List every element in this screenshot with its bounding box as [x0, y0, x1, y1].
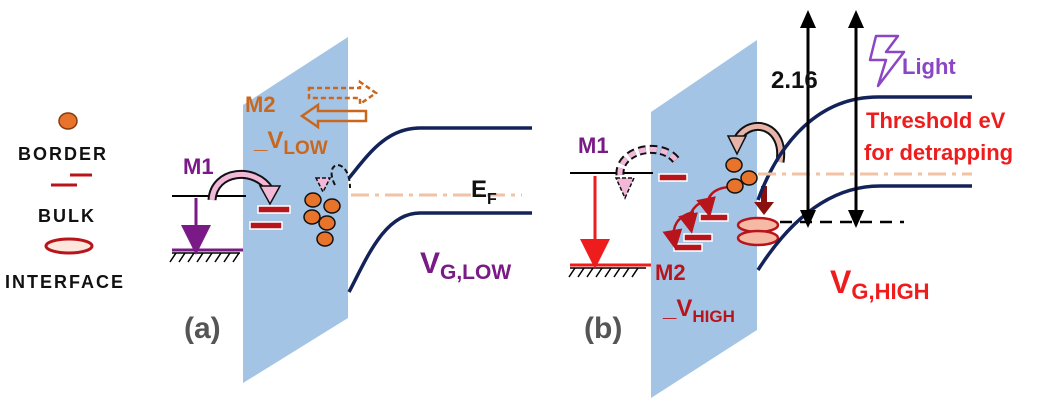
m2-label-a: M2: [245, 92, 276, 117]
oxide-layer-a: [243, 37, 348, 383]
valence-band-b: [756, 184, 972, 271]
bulk-trap-a-1: [257, 205, 291, 214]
panel-b: M1: [568, 10, 1013, 398]
interface-trap-b-2: [736, 229, 780, 247]
legend-bulk-label: BULK: [38, 206, 96, 226]
lightning-icon: [868, 34, 906, 88]
metal-hatch-b: [568, 267, 646, 278]
bulk-trap-a-2: [249, 221, 283, 230]
valence-band-a: [347, 211, 532, 293]
m2-dashed-arrow-a: [330, 164, 351, 189]
energy-gap-arrow: [800, 10, 816, 228]
m1-label-a: M1: [183, 154, 214, 179]
m2-subscript-a: _VLOW: [253, 127, 328, 159]
m1-label-b: M1: [578, 133, 609, 158]
gate-voltage-label-b: VG,HIGH: [830, 264, 930, 304]
m2-subscript-b: _VHIGH: [662, 295, 735, 326]
conduction-band-a: [347, 126, 532, 180]
legend: BORDER BULK INTERFACE: [5, 112, 125, 292]
legend-interface-symbol: [44, 237, 94, 255]
border-traps-b: [725, 157, 758, 194]
threshold-text-line1: Threshold eV: [866, 108, 1006, 133]
panel-tag-b: (b): [584, 312, 622, 345]
metal-hatch-a: [169, 252, 240, 263]
panel-tag-a: (a): [184, 312, 221, 345]
energy-gap-value: 2.16: [771, 67, 818, 94]
m2-label-b: M2: [655, 260, 686, 285]
legend-border-trap-symbol: [58, 112, 78, 130]
panel-a: M1 M2 _VLOW EF: [169, 37, 532, 383]
legend-border-label: BORDER: [18, 144, 108, 164]
light-label: Light: [902, 54, 956, 79]
fermi-label-a: EF: [471, 176, 497, 208]
dark-red-arrows-b: [662, 185, 731, 250]
border-traps-a: [303, 192, 341, 247]
gate-voltage-label-a: VG,LOW: [420, 247, 511, 284]
m2-double-arrows-a: [299, 79, 379, 130]
threshold-text-line2: for detrapping: [864, 140, 1013, 165]
threshold-arrow: [848, 10, 864, 228]
legend-interface-label: INTERFACE: [5, 272, 125, 292]
